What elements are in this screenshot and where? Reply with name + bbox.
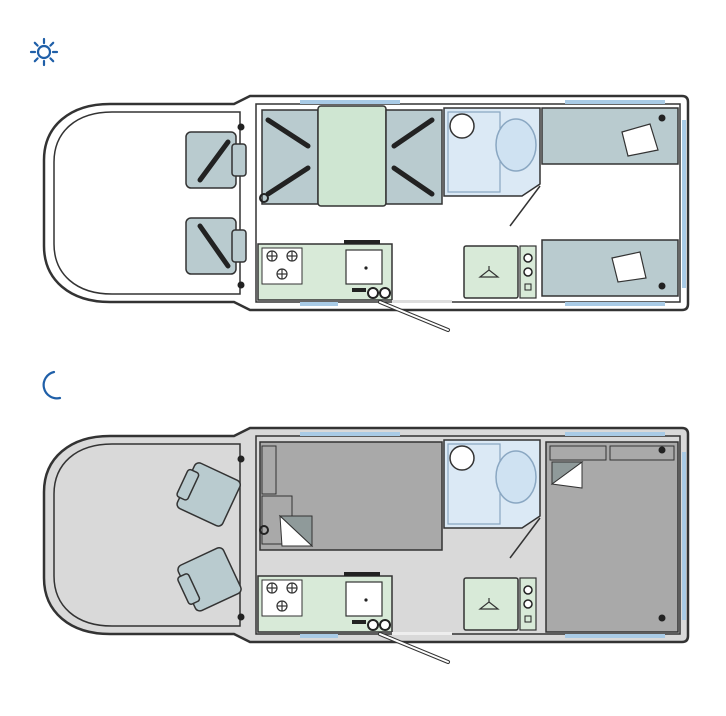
kitchen	[257, 572, 393, 633]
sink	[345, 249, 383, 285]
kitchen	[257, 240, 393, 301]
front-bed	[259, 441, 443, 551]
socket-icon	[658, 282, 666, 290]
toilet	[495, 118, 537, 172]
cab-seat-upper-swivelled	[176, 462, 241, 527]
window	[300, 100, 400, 104]
burner-icon	[266, 250, 298, 280]
window	[565, 432, 665, 436]
lounge-seat-right	[385, 109, 443, 205]
washroom	[443, 107, 541, 227]
moon-icon	[42, 370, 62, 400]
usb-icon	[237, 455, 245, 463]
usb-icon	[237, 281, 245, 289]
window	[565, 100, 665, 104]
rear-single-bed-upper	[541, 107, 679, 165]
cab-inner	[53, 111, 241, 295]
hanger-icon	[478, 266, 500, 278]
usb-icon	[237, 613, 245, 621]
socket-icon	[658, 114, 666, 122]
cab-seat-lower-swivelled	[177, 547, 242, 612]
rear-double-bed	[545, 441, 679, 633]
burner-icon	[266, 582, 298, 612]
usb-icon	[237, 123, 245, 131]
wardrobe	[463, 245, 537, 299]
rear-single-bed-lower	[541, 239, 679, 297]
sink	[345, 581, 383, 617]
window	[682, 452, 686, 620]
window	[300, 302, 338, 306]
washbasin	[449, 113, 475, 139]
window	[565, 634, 665, 638]
night-floorplan	[42, 426, 690, 664]
window	[300, 634, 338, 638]
washbasin	[449, 445, 475, 471]
cab-inner	[53, 443, 241, 627]
socket-icon	[658, 446, 666, 454]
window	[682, 120, 686, 288]
socket-icon	[259, 193, 269, 203]
wardrobe	[463, 577, 537, 631]
window	[565, 302, 665, 306]
lounge-table	[317, 105, 387, 207]
hanger-icon	[478, 598, 500, 610]
window	[300, 432, 400, 436]
cab-seat-upper	[185, 131, 247, 189]
cab-seat-lower	[185, 217, 247, 275]
lounge-seat-left	[261, 109, 319, 205]
sun-icon	[29, 37, 59, 67]
socket-icon	[658, 614, 666, 622]
socket-icon	[259, 525, 269, 535]
toilet	[495, 450, 537, 504]
washroom	[443, 439, 541, 559]
day-floorplan	[42, 94, 690, 332]
